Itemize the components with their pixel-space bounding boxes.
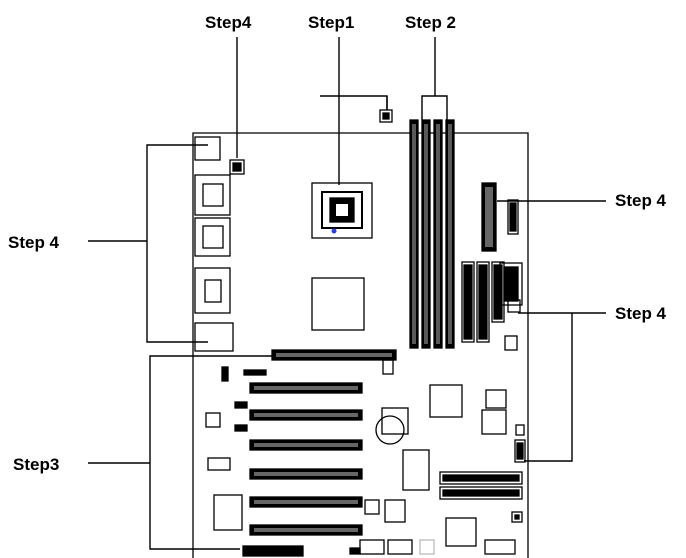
ide2-connector [476, 261, 490, 343]
atx-power-connector [481, 182, 497, 252]
northbridge-chipset [311, 277, 365, 331]
ide1-connector [461, 261, 475, 343]
southbridge-chipset [429, 384, 463, 418]
label-step1: Step1 [308, 13, 354, 32]
io-port-serial [194, 217, 231, 257]
io-port-parallel [194, 174, 231, 216]
pci-slots [249, 382, 363, 536]
memory-slots [409, 119, 455, 349]
agp-slot [271, 349, 397, 361]
label-step4-right-upper: Step 4 [615, 191, 667, 210]
cpu-fan-header [379, 109, 393, 123]
io-port-usb-lan [194, 322, 234, 352]
motherboard [192, 109, 529, 558]
label-step2: Step 2 [405, 13, 456, 32]
io-port-vga [194, 267, 231, 314]
front-panel-header [507, 199, 519, 235]
label-step4-left: Step 4 [8, 233, 60, 252]
ide3-connector [491, 261, 505, 323]
floppy-connector [507, 299, 521, 313]
label-step4-right-lower: Step 4 [615, 304, 667, 323]
cmos-battery [375, 415, 405, 445]
board-outline [192, 132, 529, 558]
label-step3: Step3 [13, 455, 59, 474]
callout-lines [88, 37, 606, 550]
cpu-socket [311, 182, 373, 239]
io-port-ps2 [194, 136, 221, 161]
atx12v-connector [229, 159, 245, 175]
label-step4-top: Step4 [205, 13, 252, 32]
